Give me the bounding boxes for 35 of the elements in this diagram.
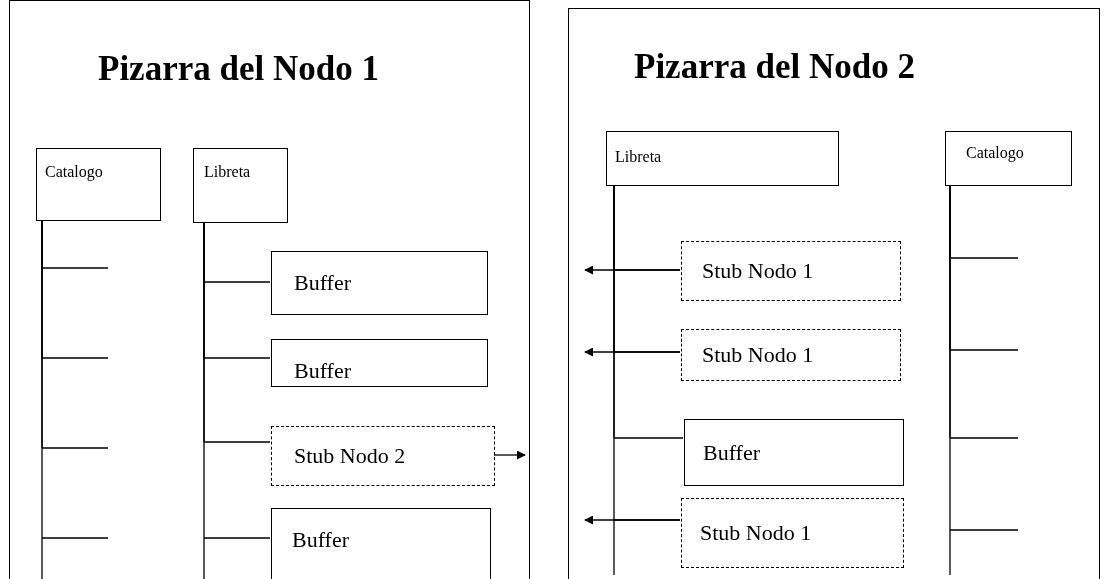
- box-label: Buffer: [294, 358, 352, 384]
- arrow: [493, 450, 526, 460]
- box-label: Buffer: [294, 270, 352, 296]
- process-box: [36, 148, 161, 221]
- process-box: [271, 251, 488, 315]
- box-label: Catalogo: [45, 163, 103, 181]
- connector-line: [41, 219, 109, 579]
- box-label: Buffer: [703, 439, 761, 466]
- panel-frame: [568, 8, 1100, 579]
- stub-box: [681, 241, 901, 301]
- stub-box: [681, 498, 904, 568]
- arrow: [584, 347, 681, 357]
- stub-box: [681, 329, 901, 381]
- box-label: Stub Nodo 2: [294, 443, 406, 469]
- arrow: [584, 515, 681, 525]
- process-box: [271, 508, 491, 579]
- panel-title: Pizarra del Nodo 2: [634, 47, 915, 87]
- stub-box: [271, 426, 495, 486]
- process-box: [945, 131, 1072, 186]
- box-label: Stub Nodo 1: [702, 258, 814, 284]
- process-box: [193, 148, 288, 223]
- arrow: [584, 265, 681, 275]
- panel-frame: [9, 0, 530, 579]
- connector-line: [949, 184, 1019, 576]
- panel-title: Pizarra del Nodo 1: [98, 49, 379, 89]
- process-box: [606, 131, 839, 186]
- box-label: Buffer: [292, 527, 350, 553]
- process-box: [271, 339, 488, 387]
- connector-line: [203, 221, 271, 579]
- box-label: Stub Nodo 1: [702, 342, 814, 368]
- box-label: Libreta: [204, 163, 251, 181]
- box-label: Stub Nodo 1: [700, 520, 812, 546]
- box-label: Catalogo: [966, 144, 1024, 162]
- process-box: [684, 419, 904, 486]
- box-label: Libreta: [615, 148, 662, 166]
